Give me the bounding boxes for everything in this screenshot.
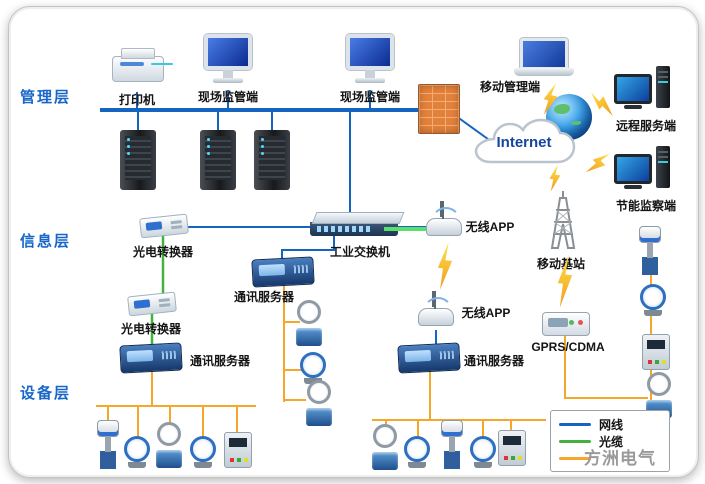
flow-meter-icon: [296, 300, 322, 346]
wireless-app-1-label: 无线APP: [465, 220, 515, 234]
legend-label-network: 网线: [599, 418, 624, 432]
network-lines: [100, 90, 493, 344]
remote-service-icon: [614, 64, 670, 110]
mobile-management-label: 移动管理端: [479, 80, 541, 94]
gprs-modem-icon: [542, 312, 590, 336]
energy-meter-icon: [224, 432, 252, 468]
site-monitor-1-label: 现场监管端: [197, 90, 259, 104]
water-meter-icon: [640, 284, 666, 316]
legend-row-optical: 光缆: [559, 433, 669, 450]
mobile-management-icon: [514, 38, 574, 76]
optical-lines: [150, 236, 165, 344]
gprs-label: GPRS/CDMA: [531, 340, 605, 354]
energy-inspection-tower: [656, 146, 670, 188]
energy-inspection-icon: [614, 144, 670, 190]
comm-server-3-label: 通讯服务器: [463, 354, 525, 368]
optical-converter-2-label: 光电转换器: [120, 322, 182, 336]
base-station-label: 移动基站: [536, 257, 586, 271]
pressure-transmitter-icon: [96, 420, 120, 464]
wireless-router-1-icon: [426, 205, 462, 236]
firewall-icon: [418, 84, 460, 134]
wireless-router-2-icon: [418, 295, 454, 326]
printer-label: 打印机: [118, 93, 156, 107]
remote-service-tower: [656, 66, 670, 108]
wireless-app-2-label: 无线APP: [461, 306, 511, 320]
comm-line-sample: [559, 457, 591, 460]
water-meter-icon: [190, 436, 216, 468]
printer-icon: [112, 48, 164, 82]
water-meter-icon: [124, 436, 150, 468]
flow-meter-icon: [372, 424, 398, 470]
site-monitor-1-icon: [204, 34, 252, 70]
site-monitor-2-label: 现场监管端: [339, 90, 401, 104]
industrial-switch-label: 工业交换机: [329, 245, 391, 259]
industrial-switch-icon: [310, 222, 398, 236]
comm-server-2-label: 通讯服务器: [189, 354, 251, 368]
legend-row-comm: [559, 450, 669, 467]
legend-row-network: 网线: [559, 416, 669, 433]
energy-meter-icon: [642, 334, 670, 370]
diagram-card: [8, 6, 699, 478]
energy-inspection-monitor: [614, 154, 652, 184]
legend-label-optical: 光缆: [599, 435, 624, 449]
layer-label-device: 设备层: [20, 385, 72, 402]
energy-inspection-label: 节能监察端: [615, 199, 677, 213]
flow-meter-icon: [156, 422, 182, 468]
watermark: 方洲电气: [584, 449, 656, 468]
layer-label-management: 管理层: [20, 89, 72, 106]
remote-service-label: 远程服务端: [615, 119, 677, 133]
water-meter-icon: [404, 436, 430, 468]
server-tower-2-icon: [200, 130, 236, 190]
server-tower-1-icon: [120, 130, 156, 190]
comm-server-2-icon: [119, 342, 183, 374]
pressure-transmitter-icon: [440, 420, 464, 464]
internet-cloud-icon: [474, 118, 576, 164]
network-line-sample: [559, 423, 591, 426]
base-station-tower-icon: [550, 191, 576, 249]
legend: 网线 光缆: [550, 410, 670, 472]
optical-converter-1-label: 光电转换器: [132, 245, 194, 259]
water-meter-icon: [470, 436, 496, 468]
internet-label: Internet: [496, 134, 552, 151]
comm-server-1-label: 通讯服务器: [233, 290, 295, 304]
flow-meter-icon: [306, 380, 332, 426]
water-meter-icon: [300, 352, 326, 384]
optical-line-sample: [559, 440, 591, 443]
comm-server-1-icon: [251, 256, 315, 288]
energy-meter-icon: [498, 430, 526, 466]
comm-server-3-icon: [397, 342, 461, 374]
remote-service-monitor: [614, 74, 652, 104]
pressure-transmitter-icon: [638, 226, 662, 270]
site-monitor-2-icon: [346, 34, 394, 70]
server-tower-3-icon: [254, 130, 290, 190]
layer-label-information: 信息层: [20, 233, 72, 250]
